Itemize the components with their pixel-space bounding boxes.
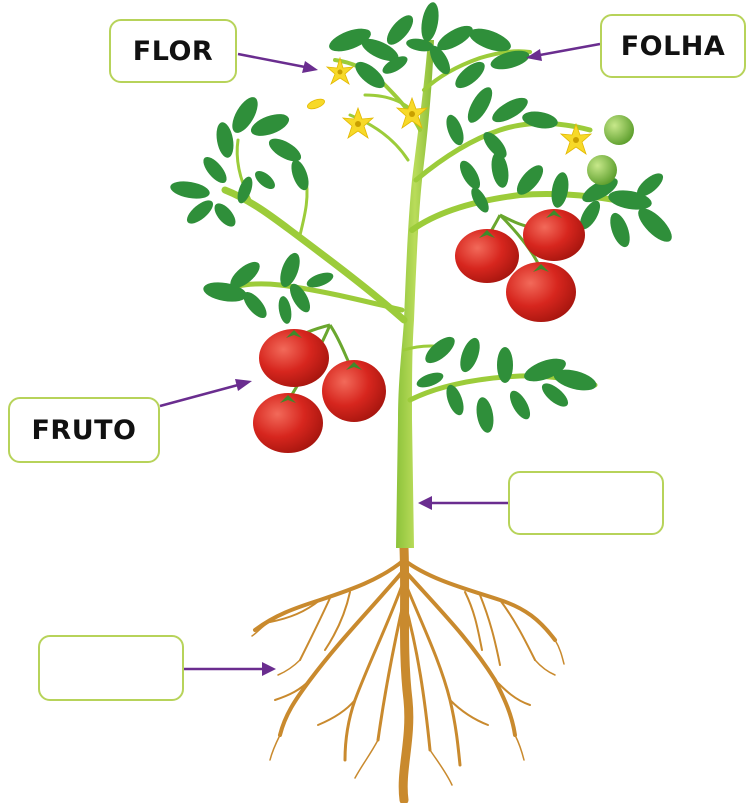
green-tomato	[604, 115, 634, 145]
label-caule-blank[interactable]	[508, 471, 664, 535]
arrow-flor	[238, 54, 305, 67]
green-tomato	[587, 155, 617, 185]
label-fruto: FRUTO	[8, 397, 160, 463]
label-folha: FOLHA	[600, 14, 746, 78]
arrow-fruto-head	[235, 379, 252, 391]
tomato	[506, 262, 576, 322]
arrow-raiz-head	[262, 662, 276, 676]
arrow-flor-head	[302, 61, 318, 73]
tomato	[259, 329, 329, 387]
tomato	[455, 229, 519, 283]
arrow-fruto	[160, 385, 238, 406]
arrow-caule-head	[418, 496, 432, 510]
roots	[252, 548, 564, 800]
tomato	[322, 360, 386, 422]
tomato	[523, 209, 585, 261]
tomato	[253, 393, 323, 453]
label-raiz-blank[interactable]	[38, 635, 184, 701]
label-flor: FLOR	[109, 19, 237, 83]
arrow-folha	[540, 44, 600, 55]
